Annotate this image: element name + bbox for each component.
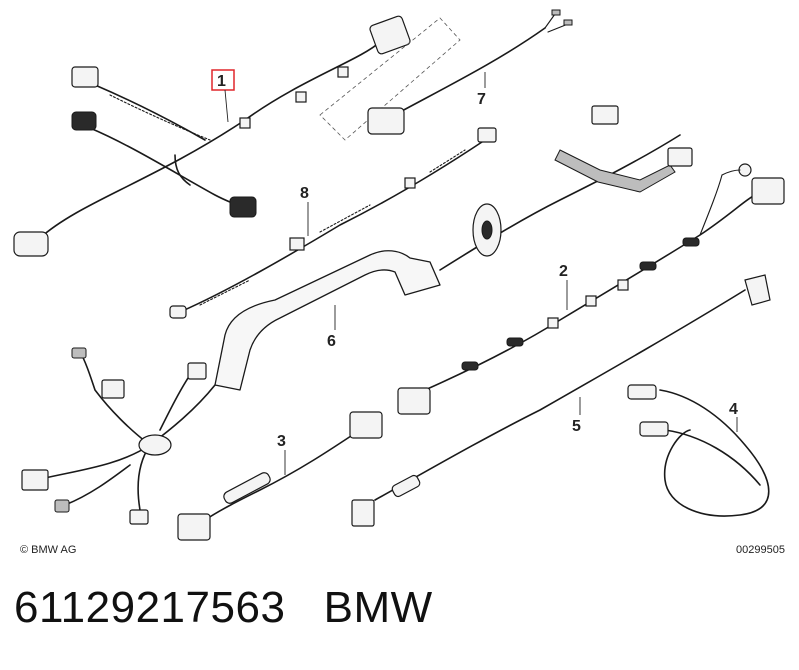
harness-part-8	[169, 127, 497, 319]
callout-2: 2	[559, 263, 568, 280]
callout-5: 5	[572, 418, 581, 435]
part-caption: 61129217563 BMW	[14, 583, 433, 633]
harness-part-1	[13, 15, 411, 257]
diagram-id: 00299505	[736, 544, 785, 556]
callout-8: 8	[300, 185, 309, 202]
callout-7: 7	[477, 91, 486, 108]
callout-3: 3	[277, 433, 286, 450]
callout-4: 4	[729, 401, 738, 418]
detail-box-7	[319, 17, 461, 141]
wiring-harness-diagram: 1 2 3 4 5 6 7 8 © BMW AG 00299505	[13, 9, 785, 556]
callout-1-highlight-box	[211, 69, 235, 91]
harness-part-2	[397, 163, 785, 415]
brand-name: BMW	[323, 583, 433, 632]
part-number: 61129217563	[14, 583, 286, 632]
harness-part-3	[177, 411, 383, 541]
harness-part-5	[351, 274, 771, 527]
callout-1: 1	[217, 73, 226, 90]
harness-part-6	[21, 105, 693, 525]
harness-part-7	[367, 9, 573, 135]
copyright-text: © BMW AG	[20, 544, 76, 556]
callout-6: 6	[327, 333, 336, 350]
callout-labels: 1 2 3 4 5 6 7 8	[211, 69, 738, 475]
harness-part-4	[627, 384, 770, 517]
